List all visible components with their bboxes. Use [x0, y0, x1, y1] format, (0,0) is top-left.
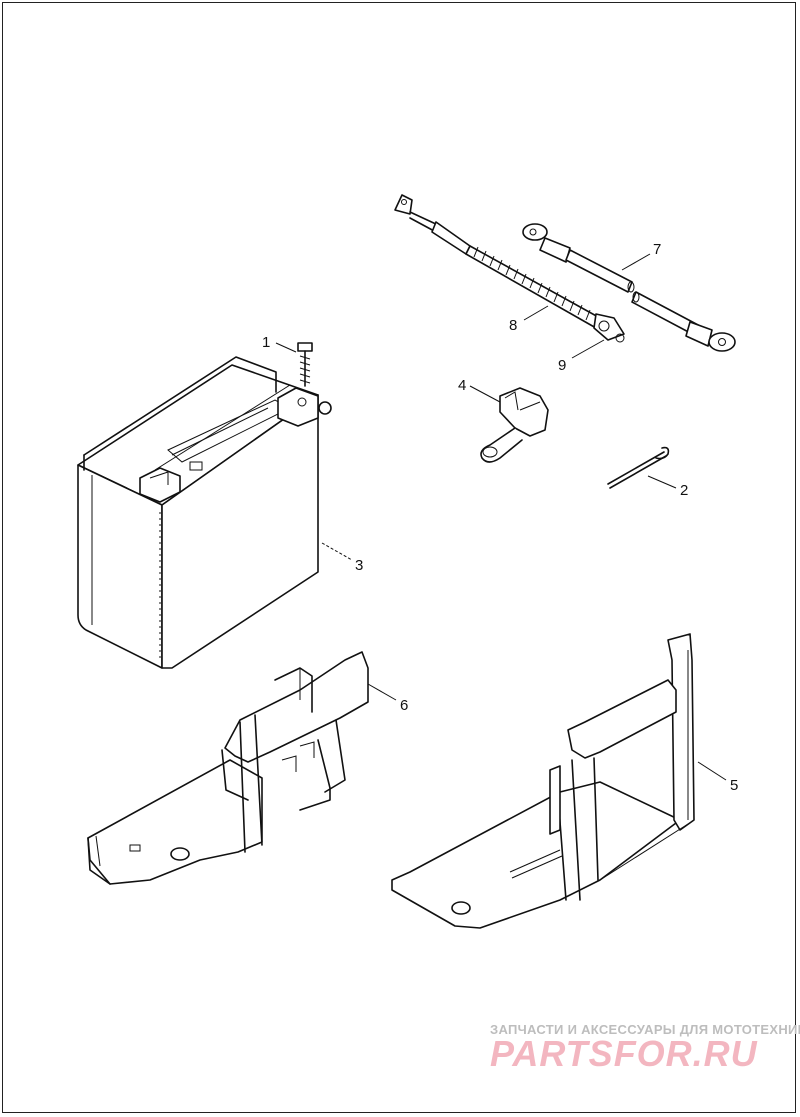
callout-1: 1 [262, 334, 270, 351]
part-4-terminal-cover [480, 387, 549, 463]
callout-2: 2 [680, 482, 688, 499]
part-5-bracket [391, 633, 695, 929]
callout-6: 6 [400, 697, 408, 714]
callout-4: 4 [458, 377, 466, 394]
watermark-logo: PARTSFOR.RU [490, 1033, 758, 1074]
callout-9: 9 [558, 357, 566, 374]
leader-lines [275, 253, 727, 781]
part-8-cable [394, 194, 625, 343]
part-6-battery-tray [87, 651, 369, 885]
part-2-cable-strap [607, 446, 670, 489]
callout-3: 3 [355, 557, 363, 574]
callout-5: 5 [730, 777, 738, 794]
callout-8: 8 [509, 317, 517, 334]
watermark-tagline: ЗАПЧАСТИ И АКСЕССУАРЫ ДЛЯ МОТОТЕХНИКИ [490, 1022, 800, 1037]
part-7-cable [522, 223, 736, 352]
part-3-battery [77, 356, 332, 669]
callout-7: 7 [653, 241, 661, 258]
part-1-screw [297, 342, 313, 387]
